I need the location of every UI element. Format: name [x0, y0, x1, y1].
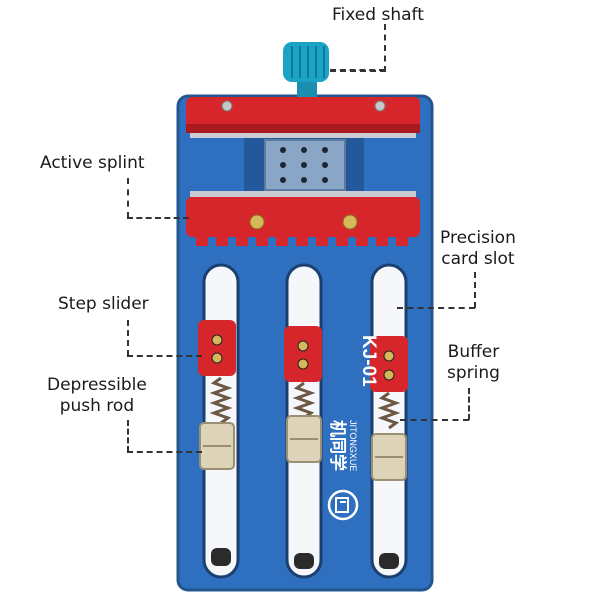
label-precision-card-slot: Precision card slot: [440, 228, 516, 270]
label-precision-line1: Precision: [440, 228, 516, 248]
active-splint: [186, 197, 420, 237]
label-depressible-push-rod: Depressible push rod: [47, 375, 147, 417]
spring-left: [209, 376, 233, 425]
leader-card-slot-v: [474, 272, 476, 308]
step-slider-right-screw-bottom: [383, 369, 395, 381]
step-slider-middle-screw-bottom: [297, 358, 309, 370]
step-slider-right: [370, 336, 408, 392]
step-slider-left-screw-top: [211, 334, 223, 346]
label-buffer-line1: Buffer: [447, 342, 500, 362]
fixed-shaft-knob: [283, 42, 329, 82]
leader-step-slider-h: [127, 355, 202, 357]
top-clamp-screw-right: [374, 100, 386, 112]
slot-right-bottom-stop: [379, 553, 399, 569]
step-slider-middle: [284, 326, 322, 382]
label-push-rod-line2: push rod: [59, 396, 135, 416]
slot-left-bottom-stop: [211, 548, 231, 566]
top-clamp-screw-left: [221, 100, 233, 112]
step-slider-right-screw-top: [383, 350, 395, 362]
brand-en-text: JITONGXUE: [348, 420, 358, 471]
leader-active-splint-v: [127, 178, 129, 218]
fixed-shaft-knurl: [291, 46, 325, 78]
leader-fixed-shaft: [330, 24, 386, 72]
leader-buffer-spring-v: [468, 388, 470, 420]
step-slider-left-screw-bottom: [211, 352, 223, 364]
step-slider-left: [198, 320, 236, 376]
label-buffer-line2: spring: [447, 363, 500, 383]
label-fixed-shaft: Fixed shaft: [332, 5, 424, 25]
leader-push-rod-h: [127, 451, 202, 453]
brand-logo-icon: [327, 489, 359, 521]
brand-logo-mark: [335, 497, 349, 513]
active-splint-teeth: [196, 234, 408, 246]
active-splint-lip: [190, 191, 416, 197]
brand-cn-text: 机同学: [327, 420, 348, 471]
leader-step-slider-v: [127, 320, 129, 356]
fixed-shaft-stem: [297, 78, 317, 100]
slot-middle-bottom-stop: [294, 553, 314, 569]
leader-buffer-spring-h: [400, 419, 469, 421]
spring-right: [377, 391, 401, 430]
leader-card-slot-h: [397, 307, 475, 309]
label-active-splint: Active splint: [40, 153, 145, 173]
top-clamp-lip: [190, 133, 416, 138]
active-splint-screw-left: [249, 214, 265, 230]
top-clamp-edge: [186, 124, 420, 133]
card-slot-left: [202, 263, 240, 579]
leader-push-rod-v: [127, 420, 129, 452]
leader-fixed-shaft-h: [330, 69, 385, 71]
label-step-slider: Step slider: [58, 294, 149, 314]
label-precision-line2: card slot: [441, 249, 515, 269]
screw-block-holes: [280, 147, 328, 183]
model-text: KJ-01: [358, 335, 379, 387]
spring-middle: [292, 381, 316, 420]
label-buffer-spring: Buffer spring: [447, 342, 500, 384]
step-slider-middle-screw-top: [297, 340, 309, 352]
label-push-rod-line1: Depressible: [47, 375, 147, 395]
leader-active-splint-h: [127, 217, 189, 219]
active-splint-screw-right: [342, 214, 358, 230]
